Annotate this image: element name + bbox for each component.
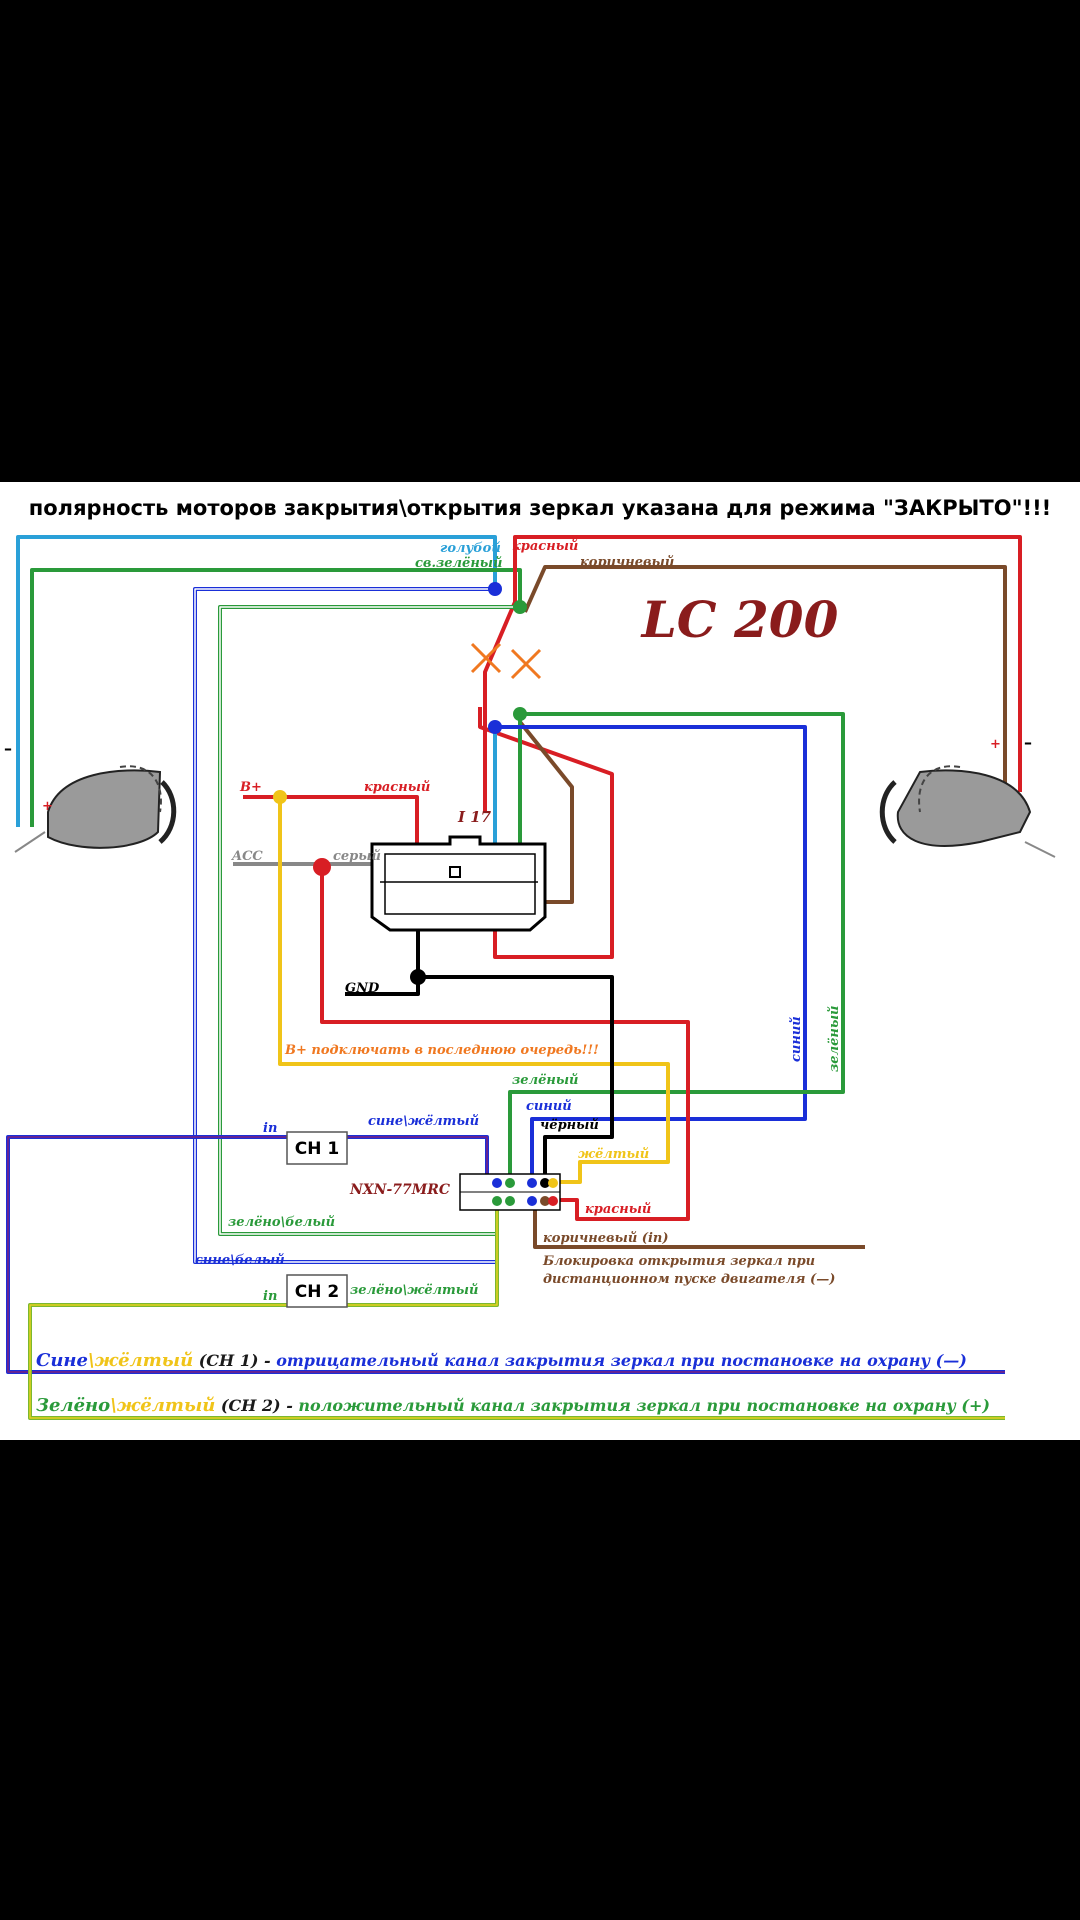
label-brown-top: коричневый [580,555,674,570]
label-ch2-in: in [263,1289,277,1304]
wire-black-gnd [345,914,420,996]
wiring-diagram: полярность моторов закрытия\открытия зер… [4,496,1056,1420]
wire-brown-in [533,1200,865,1249]
ch2-label: CH 2 [295,1282,339,1302]
connector-label: I 17 [457,808,492,826]
label-grey: серый [333,849,381,864]
label-bplus-note: B+ подключать в последнюю очередь!!! [284,1043,599,1058]
ch1-label: CH 1 [295,1139,339,1159]
cut-marks [470,642,542,680]
label-ch1-in: in [263,1121,277,1136]
wire-red-top [483,535,1022,812]
wire-blue [495,725,807,1182]
label-lightblue: голубой [440,541,501,556]
wire-brown-top [523,565,1007,792]
junctions [273,582,527,985]
label-green: зелёный [512,1073,579,1088]
legend: Сине\жёлтый (CH 1) - отрицательный канал… [36,1350,990,1416]
right-mirror [879,765,1056,858]
wire-black [418,975,614,1182]
wire-green [508,712,845,1182]
label-lightgreen: св.зелёный [415,556,503,571]
label-gnd: GND [345,981,380,996]
module-label: NXN-77MRC [349,1182,450,1198]
label-bluewhite: сине\белый [195,1253,285,1268]
wire-lightblue [16,535,497,827]
legend-ch1: Сине\жёлтый (CH 1) - отрицательный канал… [36,1350,967,1371]
label-bplus: B+ [239,780,262,795]
legend-ch2: Зелёно\жёлтый (CH 2) - положительный кан… [36,1395,990,1416]
label-blue: синий [526,1099,572,1114]
wire-brown-loop [518,720,574,904]
label-yellow: жёлтый [578,1147,649,1162]
connector-i17 [370,835,547,932]
wire-yellow-bplus [278,797,670,1184]
label-minus-right: – [1024,733,1032,752]
label-ch1-wire: сине\жёлтый [368,1114,479,1129]
wire-red-loop [478,707,614,959]
label-blue-vertical: синий [789,1016,804,1062]
label-plus-left: + [42,799,53,814]
ch1-box: CH 1 [286,1131,348,1165]
label-greenwhite: зелёно\белый [228,1215,335,1230]
label-block-note2: дистанционном пуске двигателя (—) [543,1272,835,1287]
label-plus-right: + [990,737,1001,752]
wire-lightgreen [30,568,522,827]
label-red-bplus: красный [364,780,430,795]
label-acc: ACC [230,849,263,864]
diagram-sheet: полярность моторов закрытия\открытия зер… [0,482,1080,1440]
left-mirror [14,765,177,853]
ch2-box: CH 2 [286,1274,348,1308]
label-red-top: красный [512,539,578,554]
nxn-module [459,1173,561,1211]
label-red-bottom: красный [585,1202,651,1217]
wire-ch1 [6,1135,1005,1374]
wire-ch2 [28,1200,1005,1420]
model-label: LC 200 [640,590,839,649]
wires [6,535,1022,1420]
label-ch2-wire: зелёно\жёлтый [350,1283,478,1298]
page-title: полярность моторов закрытия\открытия зер… [29,496,1052,520]
label-green-vertical: зелёный [827,1005,842,1072]
label-block-note1: Блокировка открытия зеркал при [542,1254,815,1269]
label-minus-left: – [4,739,12,758]
label-black: чёрный [540,1118,599,1133]
wire-red-acc [320,867,690,1221]
label-brown-in: коричневый (in) [543,1231,669,1246]
